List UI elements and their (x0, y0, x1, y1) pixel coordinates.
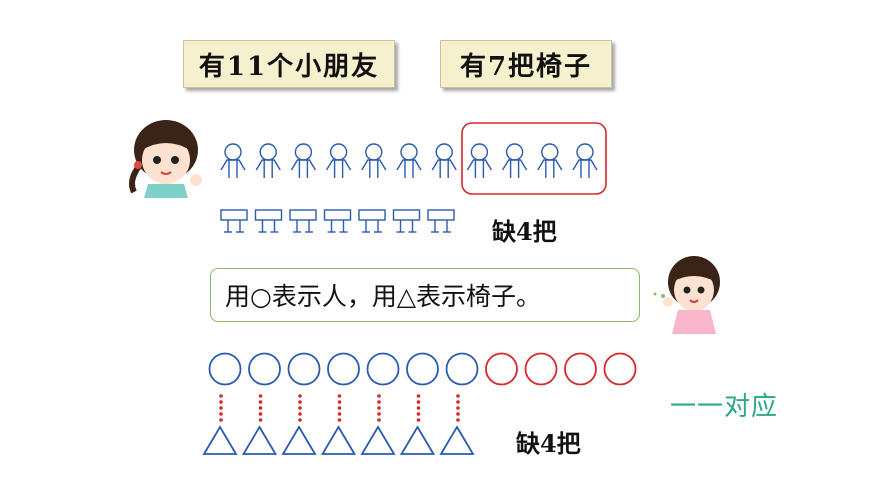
correspondence-dot-column (258, 394, 263, 422)
chairs-count-box: 有7把椅子 (440, 40, 612, 88)
extra-person-circle (524, 352, 558, 386)
chair-triangle (399, 425, 436, 455)
correspondence-dots (219, 394, 460, 422)
person-circle (445, 352, 479, 386)
correspondence-dot-column (337, 394, 342, 422)
extra-person-circle (564, 352, 597, 386)
person-circle (366, 352, 400, 386)
speech-bubble: 用○表示人，用△表示椅子。 (210, 268, 640, 322)
girl-right-illustration (653, 256, 720, 334)
correspondence-dot-column (456, 394, 460, 422)
chairs-row (220, 209, 455, 233)
chair-triangle (320, 425, 357, 455)
chair-icon (427, 209, 455, 233)
person-icon (220, 143, 246, 178)
person-circle (208, 352, 242, 386)
people-row (220, 143, 598, 178)
bottom-missing-label: 缺4把 (516, 429, 581, 458)
triangles-row (202, 425, 475, 455)
chair-icon (289, 209, 317, 233)
correspondence-dot-column (377, 394, 381, 422)
person-circle (327, 352, 360, 386)
person-icon (290, 143, 317, 178)
chair-icon (254, 209, 283, 233)
person-icon (572, 143, 598, 178)
speech-text: 用○表示人，用△表示椅子。 (225, 282, 542, 311)
chair-triangle (439, 425, 475, 455)
person-icon (325, 143, 352, 178)
person-circle (248, 352, 281, 386)
chair-triangle (360, 425, 396, 455)
kids-count-text: 有11个小朋友 (198, 51, 380, 82)
extra-person-circle (485, 352, 518, 386)
person-icon (255, 143, 281, 178)
missing-people-highlight (461, 122, 607, 195)
correspondence-dot-column (298, 394, 302, 422)
chair-icon (220, 209, 248, 233)
person-circle (406, 352, 439, 386)
chairs-count-text: 有7把椅子 (459, 51, 593, 82)
correspondence-dot-column (416, 394, 421, 422)
chair-triangle (281, 425, 317, 455)
person-icon (396, 143, 422, 178)
chair-icon (358, 209, 386, 233)
person-icon (537, 143, 563, 178)
chair-triangle (202, 425, 238, 455)
person-icon (501, 143, 528, 178)
chair-icon (392, 209, 421, 233)
extra-person-circle (603, 352, 637, 386)
kids-count-box: 有11个小朋友 (183, 40, 395, 88)
person-icon (431, 143, 457, 178)
circles-row (208, 352, 637, 386)
person-icon (361, 143, 387, 178)
top-missing-label: 缺4把 (492, 217, 557, 246)
one-to-one-label: 一一对应 (670, 392, 779, 422)
person-icon (466, 143, 493, 178)
person-circle (287, 352, 321, 386)
chair-triangle (241, 425, 278, 455)
chair-icon (323, 209, 352, 233)
girl-left-illustration (129, 120, 202, 198)
correspondence-dot-column (219, 394, 223, 422)
